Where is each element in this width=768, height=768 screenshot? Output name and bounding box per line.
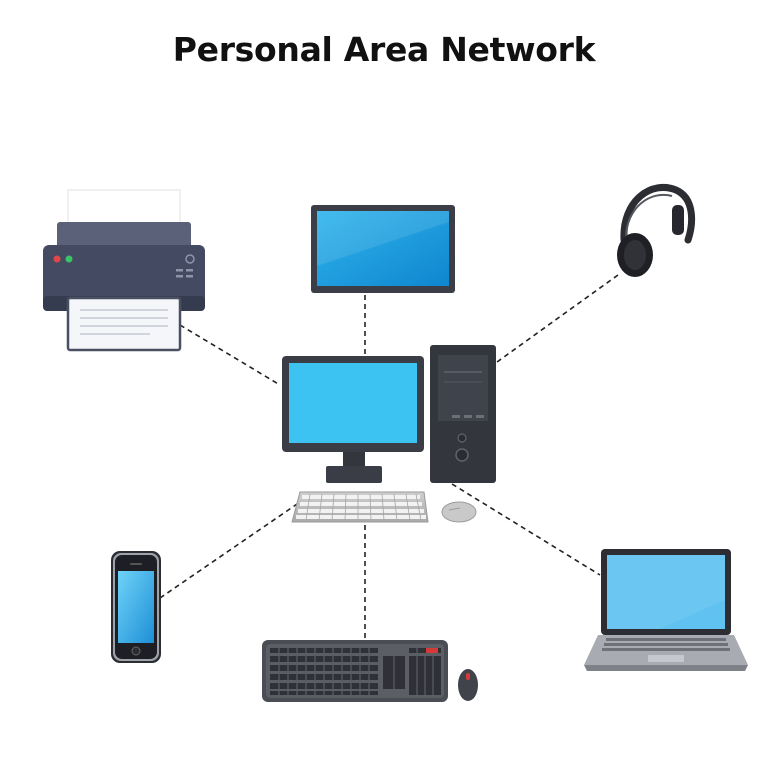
link-headphones	[496, 274, 619, 363]
keyboard-mouse-icon	[262, 640, 478, 702]
printer-icon	[43, 189, 205, 352]
desktop-keyboard-icon	[291, 491, 429, 523]
monitor-icon	[311, 205, 455, 293]
link-smartphone	[159, 501, 301, 599]
smartphone-icon	[111, 551, 161, 663]
link-printer	[179, 324, 281, 386]
desktop-tower-icon	[430, 345, 496, 483]
laptop-icon	[584, 549, 748, 671]
connection-lines	[159, 274, 619, 640]
desktop-monitor-icon	[282, 356, 424, 483]
desktop-mouse-icon	[441, 501, 477, 523]
headphones-icon	[617, 183, 696, 277]
link-laptop	[451, 483, 601, 576]
diagram-title: Personal Area Network	[172, 30, 596, 69]
